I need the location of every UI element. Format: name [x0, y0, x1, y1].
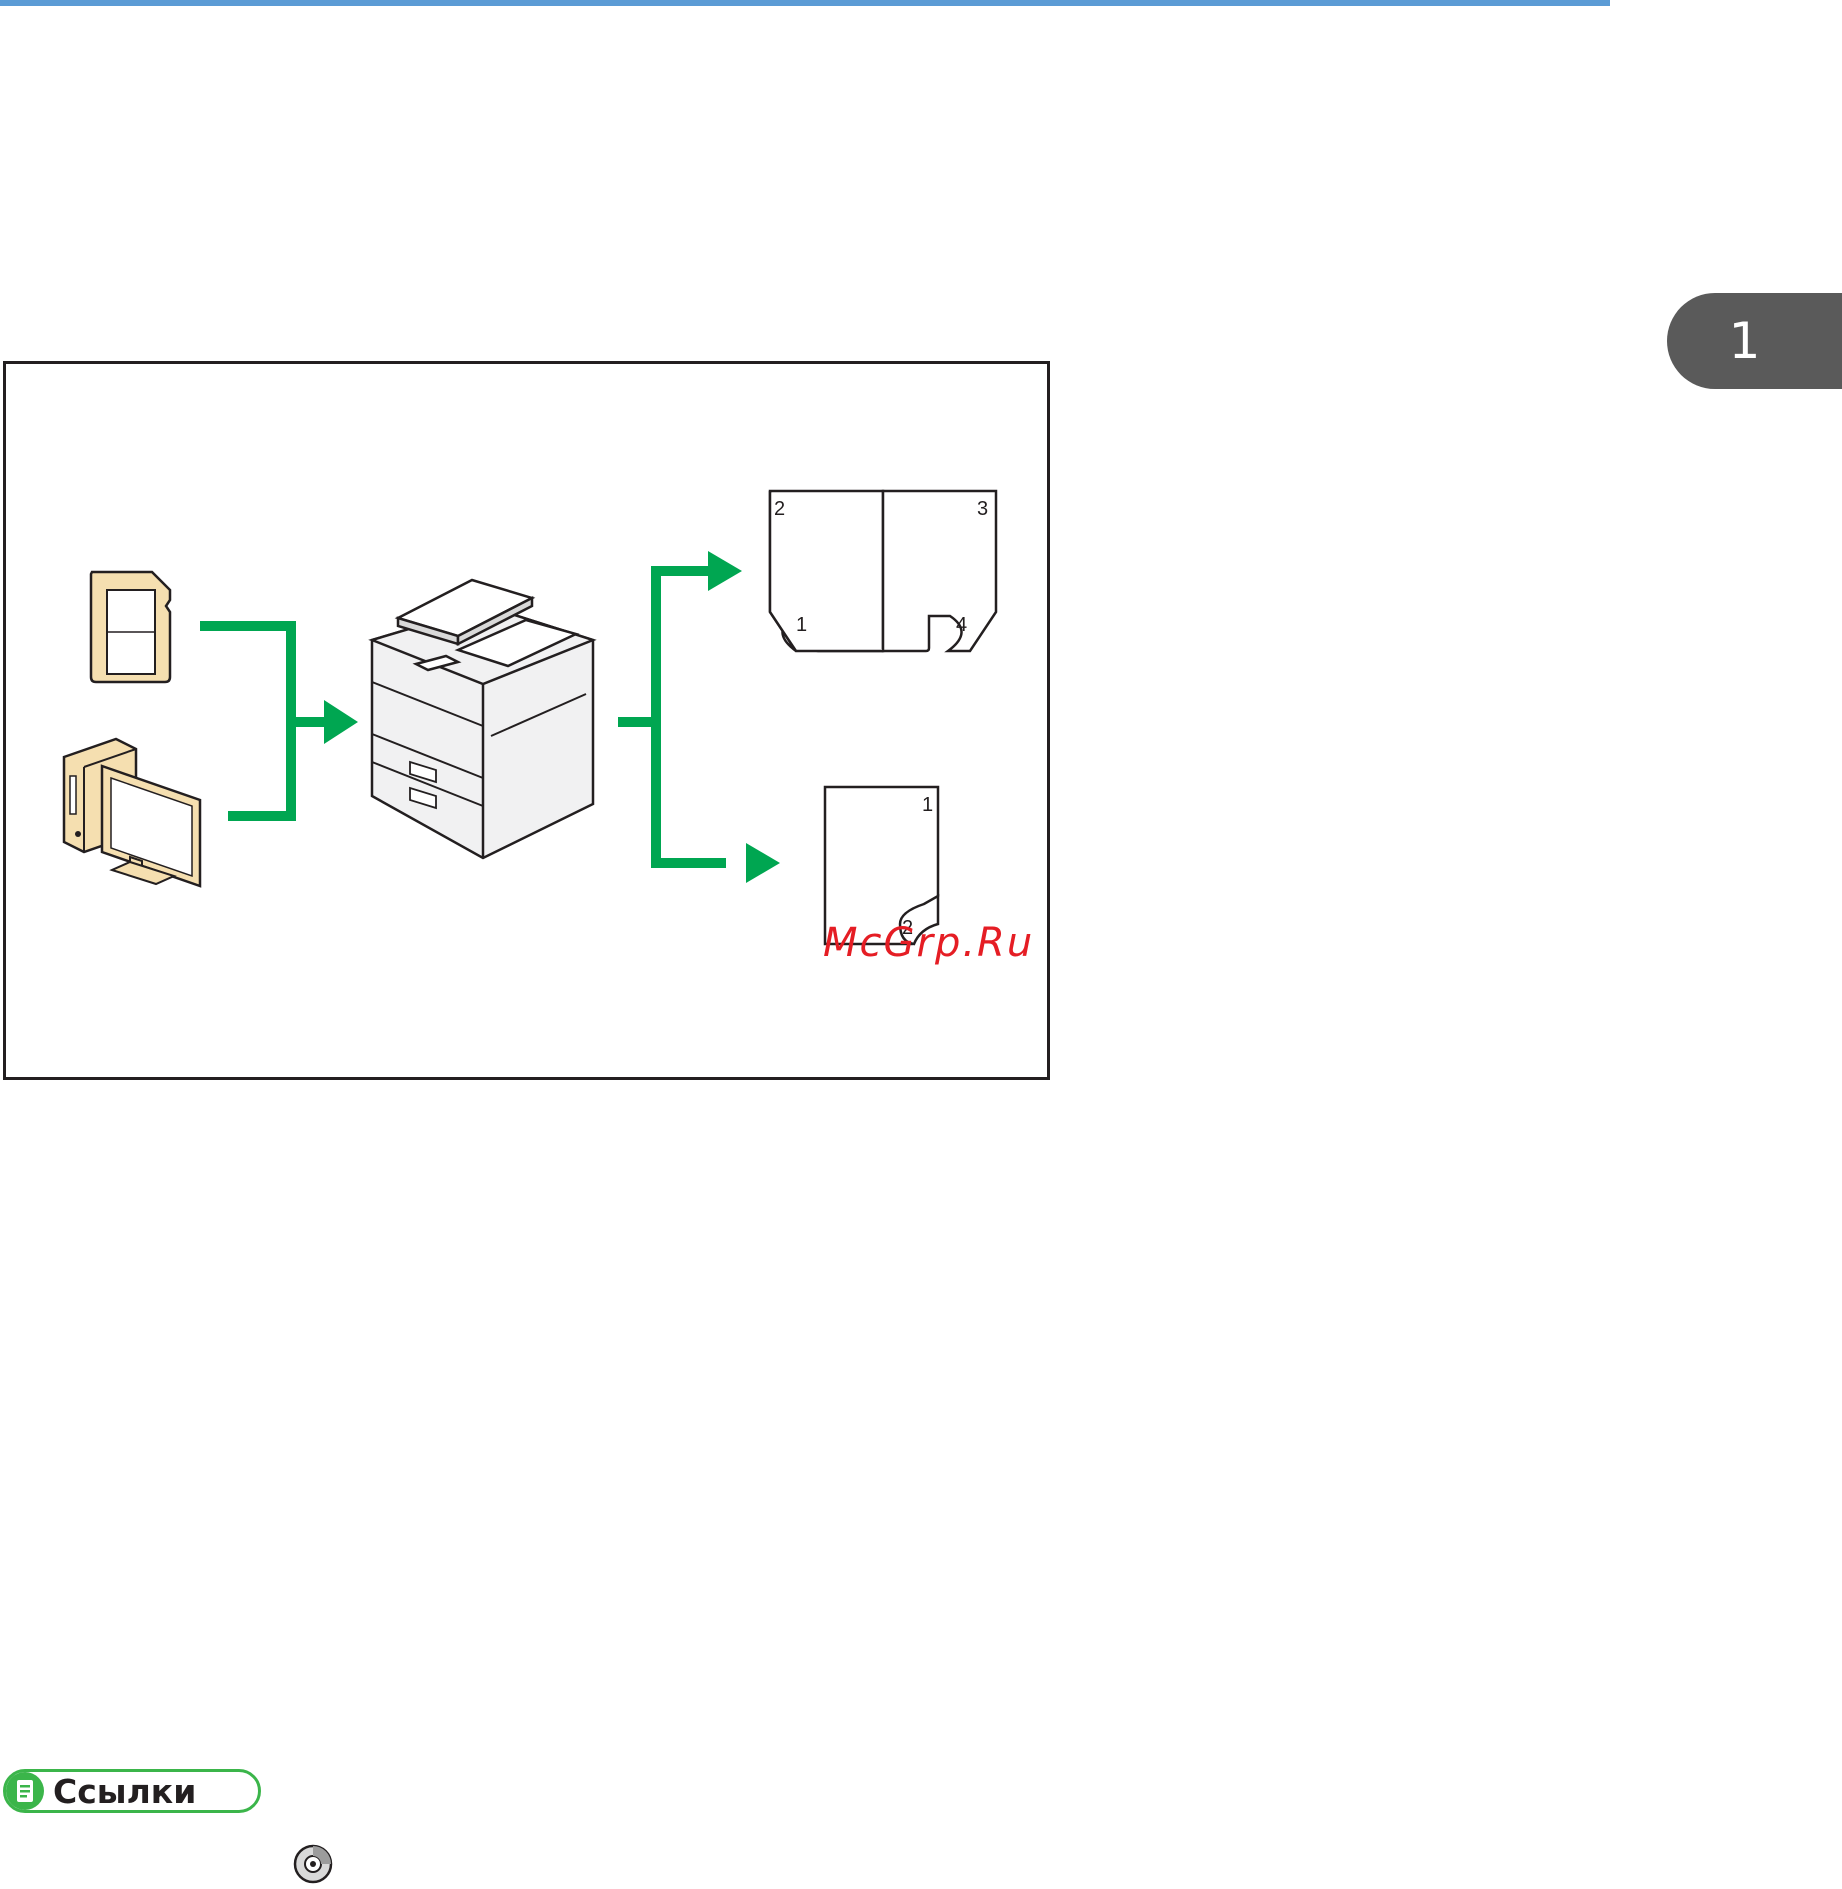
note-icon	[6, 1772, 44, 1810]
references-badge: Ссылки	[3, 1769, 261, 1813]
duplex-page-1: 1	[922, 794, 933, 816]
printer-icon	[372, 580, 593, 858]
sd-card-icon	[91, 572, 170, 682]
input-arrow-head	[324, 700, 358, 744]
watermark: McGrp.Ru	[823, 920, 1034, 966]
booklet-arrow-head	[708, 551, 742, 591]
cd-icon	[293, 1844, 333, 1889]
booklet-page-4: 4	[956, 614, 967, 636]
output-arrows	[618, 571, 726, 863]
chapter-number: 1	[1729, 312, 1761, 370]
duplex-arrow-head	[746, 843, 780, 883]
print-flow-diagram: 2 3 1 4 1 2	[6, 364, 1047, 1077]
header-rule	[0, 0, 1610, 6]
chapter-tab[interactable]: 1	[1667, 293, 1842, 389]
booklet-page-1: 1	[796, 614, 807, 636]
print-flow-figure: 2 3 1 4 1 2	[3, 361, 1050, 1080]
computer-icon	[64, 739, 200, 886]
booklet-page-3: 3	[977, 498, 988, 520]
input-arrows	[200, 626, 326, 816]
references-label: Ссылки	[53, 1772, 196, 1811]
booklet-page-2: 2	[774, 498, 785, 520]
